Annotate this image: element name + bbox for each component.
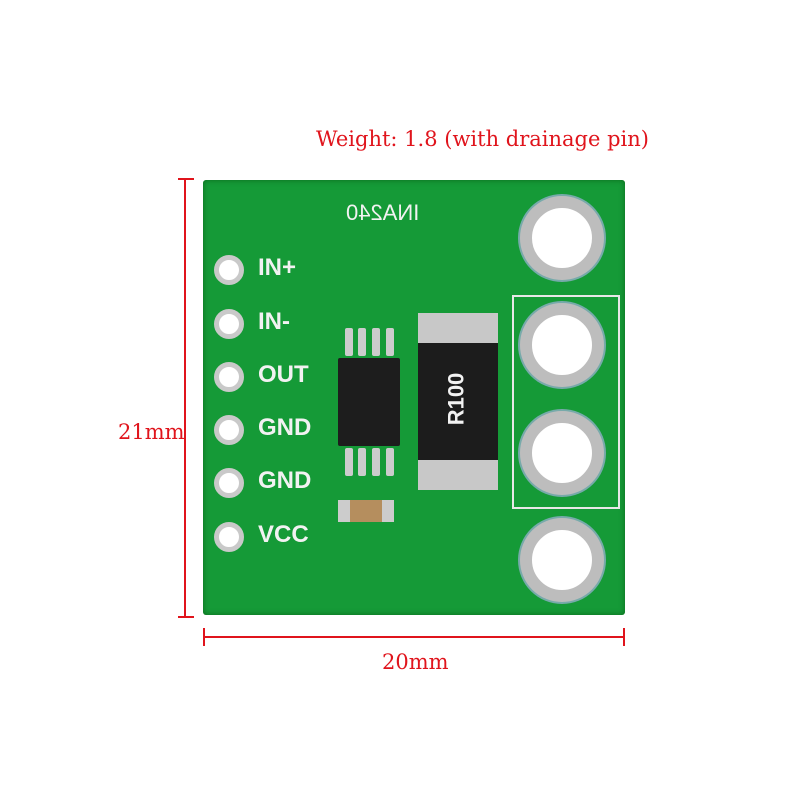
shunt-resistor: [418, 313, 498, 490]
pin-pad: [214, 362, 244, 392]
ic-pin: [386, 328, 394, 356]
capacitor: [338, 500, 394, 522]
width-tick-left: [203, 628, 205, 646]
pin-label: OUT: [258, 361, 309, 388]
ic-pin: [345, 448, 353, 476]
terminal-hole: [520, 196, 604, 280]
pin-label: IN-: [258, 308, 290, 335]
height-tick-bottom: [178, 616, 194, 618]
terminal-hole: [520, 518, 604, 602]
pin-label: GND: [258, 414, 312, 441]
width-tick-right: [623, 628, 625, 646]
ic-pin: [372, 448, 380, 476]
pin-pad: [214, 468, 244, 498]
ic-chip: [338, 358, 400, 446]
pin-label: GND: [258, 467, 312, 494]
height-dimension-line: [184, 178, 186, 618]
pin-label: IN+: [258, 254, 297, 281]
chip-silkscreen: INA240: [346, 200, 420, 225]
pin-label: VCC: [258, 521, 309, 548]
width-dimension-line: [203, 636, 625, 638]
terminal-hole: [520, 411, 604, 495]
pin-pad: [214, 415, 244, 445]
terminal-outline: [512, 295, 620, 509]
ic-pin: [358, 328, 366, 356]
pin-pad: [214, 522, 244, 552]
ic-pin: [372, 328, 380, 356]
ic-pin: [386, 448, 394, 476]
ic-pin: [345, 328, 353, 356]
pin-pad: [214, 255, 244, 285]
ic-pin: [358, 448, 366, 476]
resistor-marking: R100: [443, 372, 469, 426]
width-label: 20mm: [382, 650, 449, 674]
weight-caption: Weight: 1.8 (with drainage pin): [316, 127, 649, 151]
height-label: 21mm: [118, 420, 185, 444]
terminal-hole: [520, 303, 604, 387]
pin-pad: [214, 309, 244, 339]
height-tick-top: [178, 178, 194, 180]
